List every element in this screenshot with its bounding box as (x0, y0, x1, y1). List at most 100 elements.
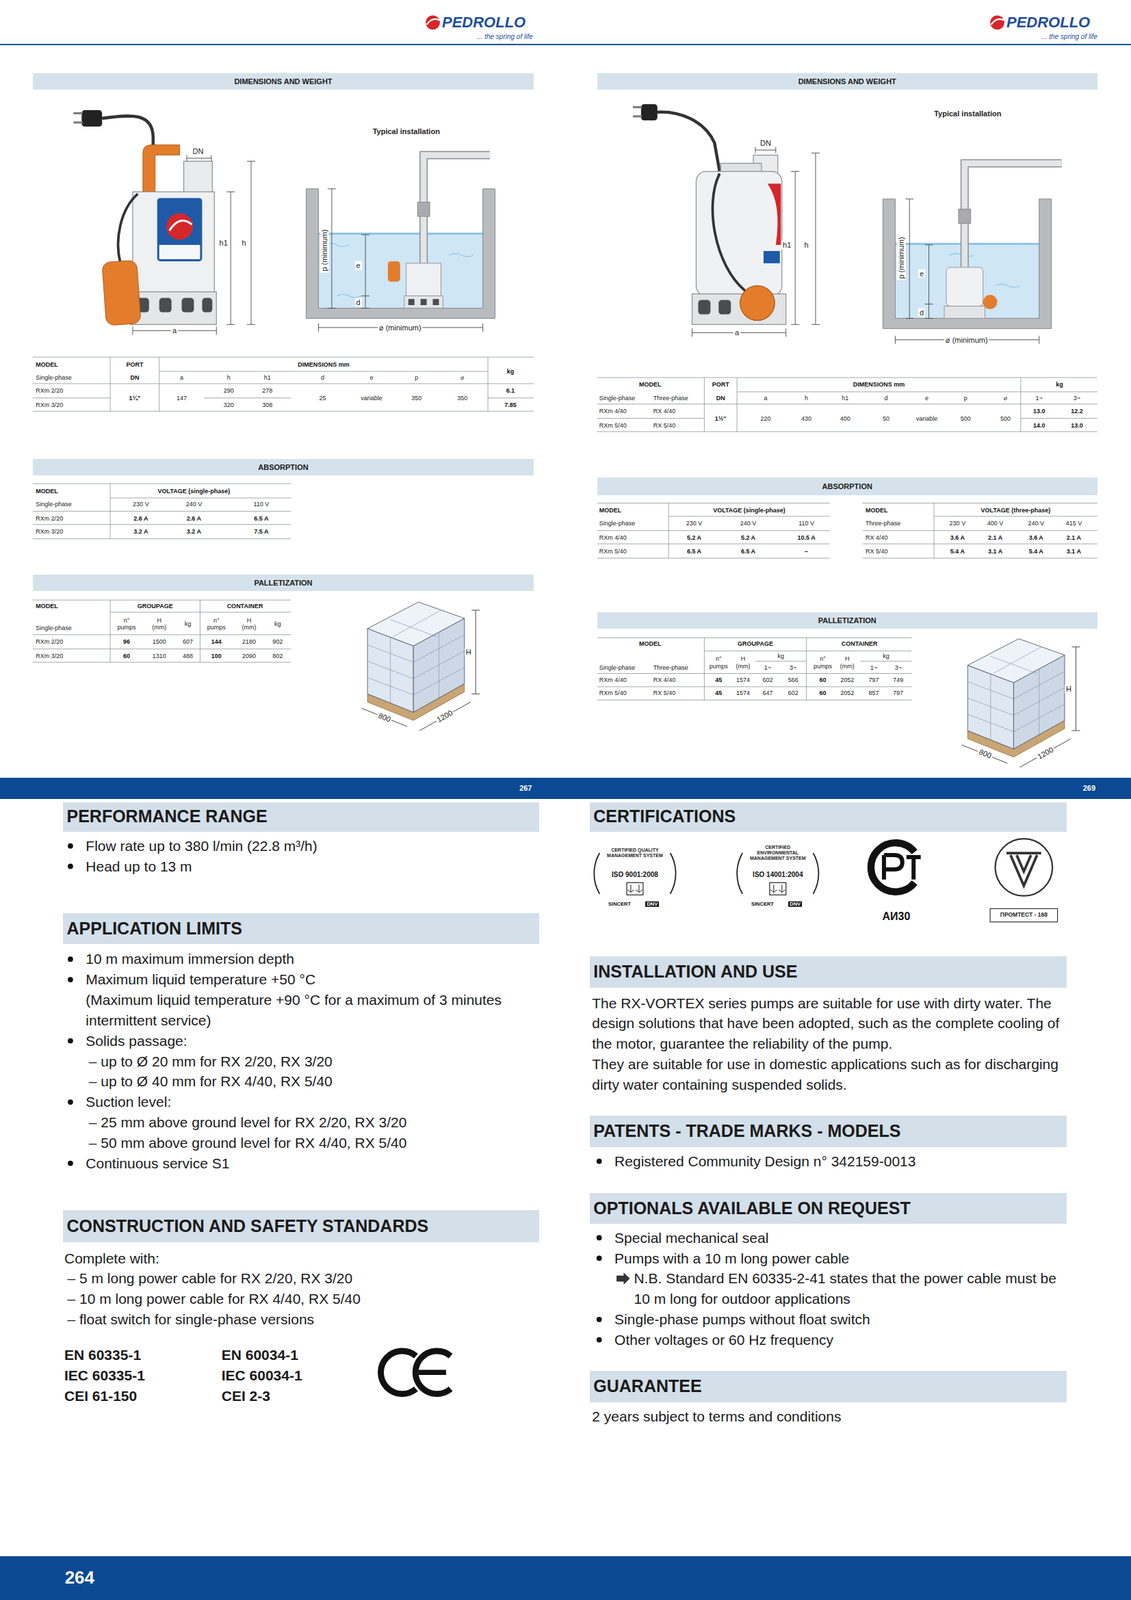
pump-illustration (632, 115, 642, 118)
table-cell: kg (184, 619, 192, 627)
section-header: CONSTRUCTION AND SAFETY STANDARDS (66, 1217, 429, 1237)
table-cell: 2.1 A (1066, 534, 1082, 542)
table-rule (32, 357, 535, 412)
dimension-label: H (464, 647, 473, 657)
table-cell: 230 V (949, 520, 967, 527)
table-cell: 1¼" (129, 394, 141, 402)
table-cell: H (mm) (734, 655, 753, 670)
section-header: DIMENSIONS AND WEIGHT (798, 77, 897, 86)
certification-logo (593, 853, 600, 895)
table-cell: 400 V (987, 520, 1004, 527)
pump-illustration (182, 298, 195, 313)
table-cell: RX 5/40 (653, 422, 676, 429)
table-cell: 3~ (1073, 394, 1081, 402)
certification-number: ISO 9001:2008 (611, 871, 659, 880)
table-cell: 2180 (242, 638, 256, 646)
pump-illustration (767, 184, 781, 246)
table-cell: 10.5 A (797, 534, 815, 542)
table-cell: e (370, 374, 374, 382)
list-bullet (67, 843, 74, 850)
certification-logo (871, 842, 921, 893)
pallet-drawing (961, 639, 1080, 768)
brand-logo-icon (425, 15, 440, 30)
table-cell: 3~ (789, 664, 797, 672)
pump-illustration (130, 292, 217, 325)
table-cell: RXm 5/40 (599, 422, 627, 429)
dimension-label: a (171, 326, 178, 336)
certification-logo (626, 882, 644, 895)
drawing-caption: Typical installation (933, 108, 1001, 118)
table-cell: 3.2 A (186, 528, 202, 536)
section-header: INSTALLATION AND USE (593, 962, 798, 982)
table-cell: 320 (223, 401, 234, 409)
table-cell: VOLTAGE (three-phase) (981, 507, 1051, 514)
table-cell: 308 (262, 401, 273, 409)
table-cell: 3.1 A (1066, 547, 1082, 555)
pump-illustration (763, 251, 780, 264)
certification-logo (995, 838, 1053, 897)
table-cell: 1574 (736, 689, 750, 697)
certification-logo (769, 882, 787, 895)
table-cell: 602 (762, 676, 773, 683)
dimension-label: H (1064, 684, 1073, 694)
section-header-band: ABSORPTION (597, 477, 1098, 495)
table-cell: – (804, 547, 809, 555)
table-cell: 144 (211, 638, 222, 646)
section-header-band: ABSORPTION (32, 459, 535, 476)
table-cell: 6.5 A (686, 547, 702, 555)
table-cell: h1 (841, 394, 849, 402)
body-text: – 25 mm above ground level for RX 2/20, … (88, 1112, 408, 1134)
table-cell: 96 (123, 638, 130, 646)
table-cell: h (227, 374, 231, 382)
table-cell: 400 (840, 414, 851, 422)
table-cell: Three-phase (865, 520, 901, 527)
list-bullet (596, 1235, 603, 1242)
dimension-label: d (918, 307, 926, 317)
pump-illustration (73, 110, 256, 335)
body-text: – float switch for single-phase versions (67, 1309, 315, 1331)
table-cell: 415 V (1066, 520, 1083, 527)
table-cell: H (mm) (240, 616, 259, 631)
table-cell: 3~ (894, 664, 902, 672)
ce-mark (415, 1351, 451, 1395)
table-cell: kg (507, 368, 515, 375)
body-text: – 10 m long power cable for RX 4/40, RX … (67, 1289, 360, 1310)
table-cell: RXm 5/40 (599, 547, 627, 555)
table-cell: CONTAINER (227, 602, 264, 610)
section-header: ABSORPTION (257, 463, 308, 472)
table-cell: RXm 3/20 (35, 401, 63, 409)
section-header: GUARANTEE (593, 1377, 702, 1397)
installation-drawing (417, 201, 430, 217)
table-cell: 500 (960, 414, 971, 422)
accreditation-mark: SINCERT (751, 901, 774, 908)
table-cell: RX 5/40 (865, 547, 889, 555)
body-text: The RX-VORTEX series pumps are suitable … (591, 993, 1068, 1055)
table-cell: 1~ (764, 664, 772, 672)
table-cell: PORT (125, 360, 143, 368)
table-cell: 602 (788, 689, 799, 697)
certification-logo (906, 857, 921, 880)
table-cell: 797 (868, 676, 880, 683)
installation-drawing (964, 163, 1062, 271)
certification-code: ПРОМТЕСТ - 168 (1000, 912, 1048, 919)
pump-illustration (118, 193, 139, 263)
table-cell: MODEL (35, 602, 59, 610)
table-cell: 2.1 A (988, 534, 1003, 542)
table-cell: RXm 2/20 (35, 515, 63, 523)
body-text: N.B. Standard EN 60335-2-41 states that … (633, 1268, 1067, 1310)
table-cell: 147 (176, 394, 187, 402)
certification-logo (990, 908, 1058, 922)
table-cell: 1574 (736, 676, 750, 683)
list-bullet (67, 977, 74, 983)
table-cell: 749 (892, 676, 904, 683)
table-cell: GROUPAGE (137, 602, 174, 610)
pump-illustration (159, 244, 201, 260)
pump-illustration (157, 197, 203, 261)
page-number-bar: 267269 (0, 777, 1131, 800)
page-number-bar: 264 (0, 1556, 1131, 1600)
table-cell: H (mm) (149, 616, 169, 631)
table-cell: 110 V (253, 500, 269, 508)
section-header-band: CONSTRUCTION AND SAFETY STANDARDS (62, 1210, 539, 1242)
table-cell: 2090 (242, 652, 256, 660)
